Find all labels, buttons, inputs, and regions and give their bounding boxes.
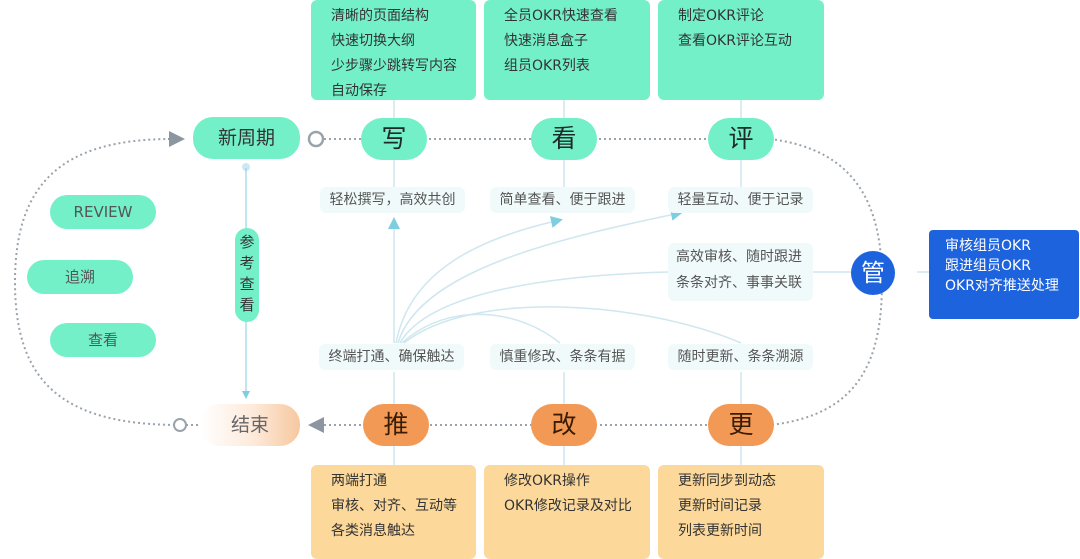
note-line: OKR修改记录及对比	[504, 498, 632, 514]
note-line: 组员OKR列表	[504, 58, 590, 74]
stage-comment: 评	[708, 118, 774, 160]
update-chip: 随时更新、条条溯源	[668, 344, 813, 370]
note-line: 更新时间记录	[678, 498, 762, 514]
note-line: OKR对齐推送处理	[945, 278, 1059, 294]
start-node: 新周期	[193, 117, 300, 159]
review-label: REVIEW	[73, 203, 133, 221]
stage-push: 推	[363, 404, 429, 446]
loop-left-arc	[13, 138, 181, 426]
reference-dot	[242, 163, 250, 171]
push-links	[388, 208, 742, 344]
write-chip: 轻松撰写，高效共创	[320, 187, 465, 213]
note-line: 两端打通	[331, 473, 387, 489]
note-line: 各类消息触达	[331, 523, 415, 539]
end-node: 结束	[200, 404, 300, 446]
note-line: 修改OKR操作	[504, 473, 590, 489]
view-chip: 简单查看、便于跟进	[490, 187, 635, 213]
view-chip-label: 简单查看、便于跟进	[499, 192, 626, 208]
trace-label: 追溯	[64, 268, 95, 286]
manage-chip-line: 条条对齐、事事关联	[676, 275, 802, 291]
view-notes: 全员OKR快速查看 快速消息盒子 组员OKR列表	[484, 0, 650, 100]
stage-push-label: 推	[383, 410, 409, 439]
note-line: 跟进组员OKR	[945, 258, 1031, 274]
note-line: 审核组员OKR	[945, 238, 1031, 254]
note-line: 制定OKR评论	[678, 8, 764, 24]
note-line: 审核、对齐、互动等	[331, 498, 457, 514]
manage-chip-line: 高效审核、随时跟进	[676, 249, 802, 265]
stage-view: 看	[531, 118, 597, 160]
end-node-dot	[173, 418, 187, 432]
comment-chip-label: 轻量互动、便于记录	[677, 192, 804, 208]
reference-pill: 参考查看	[235, 228, 259, 322]
reference-char: 考	[239, 254, 255, 272]
view-label: 查看	[87, 331, 118, 349]
stage-write: 写	[361, 118, 427, 160]
manage-notes: 审核组员OKR 跟进组员OKR OKR对齐推送处理	[929, 230, 1079, 319]
edit-chip-label: 慎重修改、条条有据	[499, 349, 626, 365]
comment-notes: 制定OKR评论 查看OKR评论互动	[658, 0, 824, 100]
start-node-dot	[307, 130, 325, 148]
update-chip-label: 随时更新、条条溯源	[677, 349, 804, 365]
push-notes: 两端打通 审核、对齐、互动等 各类消息触达	[311, 465, 476, 559]
update-notes: 更新同步到动态 更新时间记录 列表更新时间	[658, 465, 824, 559]
note-line: 更新同步到动态	[678, 473, 776, 489]
write-notes: 清晰的页面结构 快速切换大纲 少步骤少跳转写内容 自动保存	[311, 0, 476, 100]
end-label: 结束	[230, 414, 269, 436]
stage-view-label: 看	[551, 124, 577, 153]
manage-chip: 高效审核、随时跟进 条条对齐、事事关联	[668, 243, 813, 301]
loop-right-arc	[769, 138, 884, 426]
edit-chip: 慎重修改、条条有据	[490, 344, 635, 370]
note-line: 清晰的页面结构	[331, 8, 429, 24]
stage-edit: 改	[531, 404, 597, 446]
stage-comment-label: 评	[728, 124, 754, 153]
view-pill: 查看	[50, 323, 156, 357]
note-line: 全员OKR快速查看	[504, 8, 618, 24]
reference-char: 查	[239, 275, 255, 293]
stage-write-label: 写	[381, 124, 407, 153]
reference-char: 看	[239, 296, 255, 314]
push-chip-label: 终端打通、确保触达	[328, 349, 455, 365]
stage-update-label: 更	[728, 410, 754, 439]
note-line: 快速消息盒子	[504, 33, 588, 49]
stage-manage: 管	[851, 251, 895, 295]
trace-pill: 追溯	[27, 260, 133, 294]
edit-notes: 修改OKR操作 OKR修改记录及对比	[484, 465, 650, 559]
push-chip: 终端打通、确保触达	[319, 344, 464, 370]
review-pill: REVIEW	[50, 195, 156, 229]
stage-update: 更	[708, 404, 774, 446]
note-line: 少步骤少跳转写内容	[331, 58, 457, 74]
comment-chip: 轻量互动、便于记录	[668, 187, 813, 213]
write-chip-label: 轻松撰写，高效共创	[329, 192, 456, 208]
reference-char: 参	[239, 233, 255, 251]
note-line: 查看OKR评论互动	[678, 33, 792, 49]
note-line: 列表更新时间	[678, 523, 762, 539]
start-label: 新周期	[217, 127, 275, 149]
note-line: 快速切换大纲	[331, 33, 415, 49]
stage-edit-label: 改	[551, 410, 577, 439]
stage-manage-label: 管	[861, 259, 885, 287]
note-line: 自动保存	[331, 83, 387, 99]
